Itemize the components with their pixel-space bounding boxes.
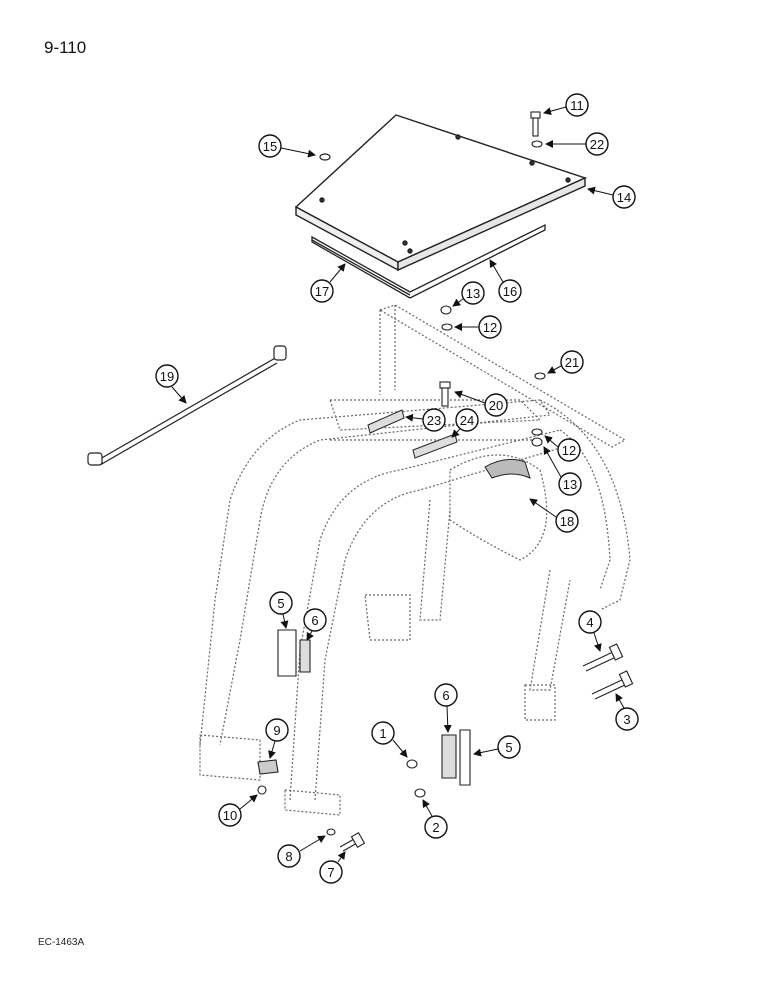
- callout-8-label: 8: [285, 849, 292, 864]
- callout-12-top-label: 12: [483, 320, 497, 335]
- callout-19-label: 19: [160, 369, 174, 384]
- callout-6-left-label: 6: [311, 613, 318, 628]
- callout-9: 9: [265, 718, 289, 759]
- callout-5-left: 5: [269, 591, 293, 629]
- callout-21-label: 21: [565, 355, 579, 370]
- callout-6-right: 6: [434, 683, 458, 733]
- callout-5-right: 5: [473, 735, 521, 759]
- callout-14-label: 14: [617, 190, 631, 205]
- callout-23-label: 23: [427, 413, 441, 428]
- callout-5-left-label: 5: [277, 596, 284, 611]
- canopy-plate: [294, 114, 587, 272]
- callout-15: 15: [258, 134, 316, 158]
- callout-2: 2: [422, 799, 448, 839]
- callout-22: 22: [545, 132, 609, 156]
- callout-1-label: 1: [379, 726, 386, 741]
- callout-24: 24: [451, 408, 479, 438]
- callout-17-label: 17: [315, 284, 329, 299]
- part-18-pad: [484, 458, 531, 479]
- callout-24-label: 24: [460, 413, 474, 428]
- callout-2-label: 2: [432, 820, 439, 835]
- callout-13-top-label: 13: [466, 286, 480, 301]
- callout-10: 10: [218, 794, 258, 827]
- part-15-plug: [319, 153, 331, 161]
- callout-10-label: 10: [223, 808, 237, 823]
- callout-21: 21: [547, 350, 584, 374]
- callout-20: 20: [454, 390, 508, 417]
- callout-6-left: 6: [303, 608, 327, 641]
- callout-22-label: 22: [590, 137, 604, 152]
- callout-16: 16: [489, 259, 522, 303]
- figure-id: EC-1463A: [38, 937, 85, 948]
- callout-17: 17: [310, 263, 346, 303]
- callout-13-top: 13: [452, 281, 485, 307]
- callout-13-right: 13: [543, 446, 582, 496]
- page-number: 9-110: [44, 38, 87, 57]
- callout-13-right-label: 13: [563, 477, 577, 492]
- decals: [367, 409, 458, 459]
- callout-8: 8: [277, 835, 326, 868]
- callout-12-right: 12: [544, 435, 581, 462]
- callout-1: 1: [371, 721, 408, 758]
- callout-19: 19: [155, 364, 187, 404]
- rops-frame-outline: [199, 304, 631, 816]
- fasteners: [257, 111, 634, 852]
- callout-5-right-label: 5: [505, 740, 512, 755]
- callout-3: 3: [615, 693, 639, 731]
- callout-7: 7: [319, 851, 346, 884]
- callout-15-label: 15: [263, 139, 277, 154]
- callout-18: 18: [529, 498, 579, 533]
- callout-3-label: 3: [623, 712, 630, 727]
- callout-11: 11: [543, 93, 589, 117]
- callout-18-label: 18: [560, 514, 574, 529]
- callout-12-top: 12: [454, 315, 502, 339]
- part-19-rod: [87, 345, 287, 466]
- callout-4-label: 4: [586, 615, 593, 630]
- callout-11-label: 11: [570, 98, 584, 113]
- brackets: [257, 629, 471, 786]
- callout-20-label: 20: [489, 398, 503, 413]
- callout-7-label: 7: [327, 865, 334, 880]
- callout-14: 14: [587, 185, 636, 209]
- callout-23: 23: [405, 408, 446, 432]
- callout-4: 4: [578, 610, 602, 652]
- gasket-strips: [311, 223, 546, 299]
- callout-12-right-label: 12: [562, 443, 576, 458]
- callout-6-right-label: 6: [442, 688, 449, 703]
- callout-9-label: 9: [273, 723, 280, 738]
- callout-16-label: 16: [503, 284, 517, 299]
